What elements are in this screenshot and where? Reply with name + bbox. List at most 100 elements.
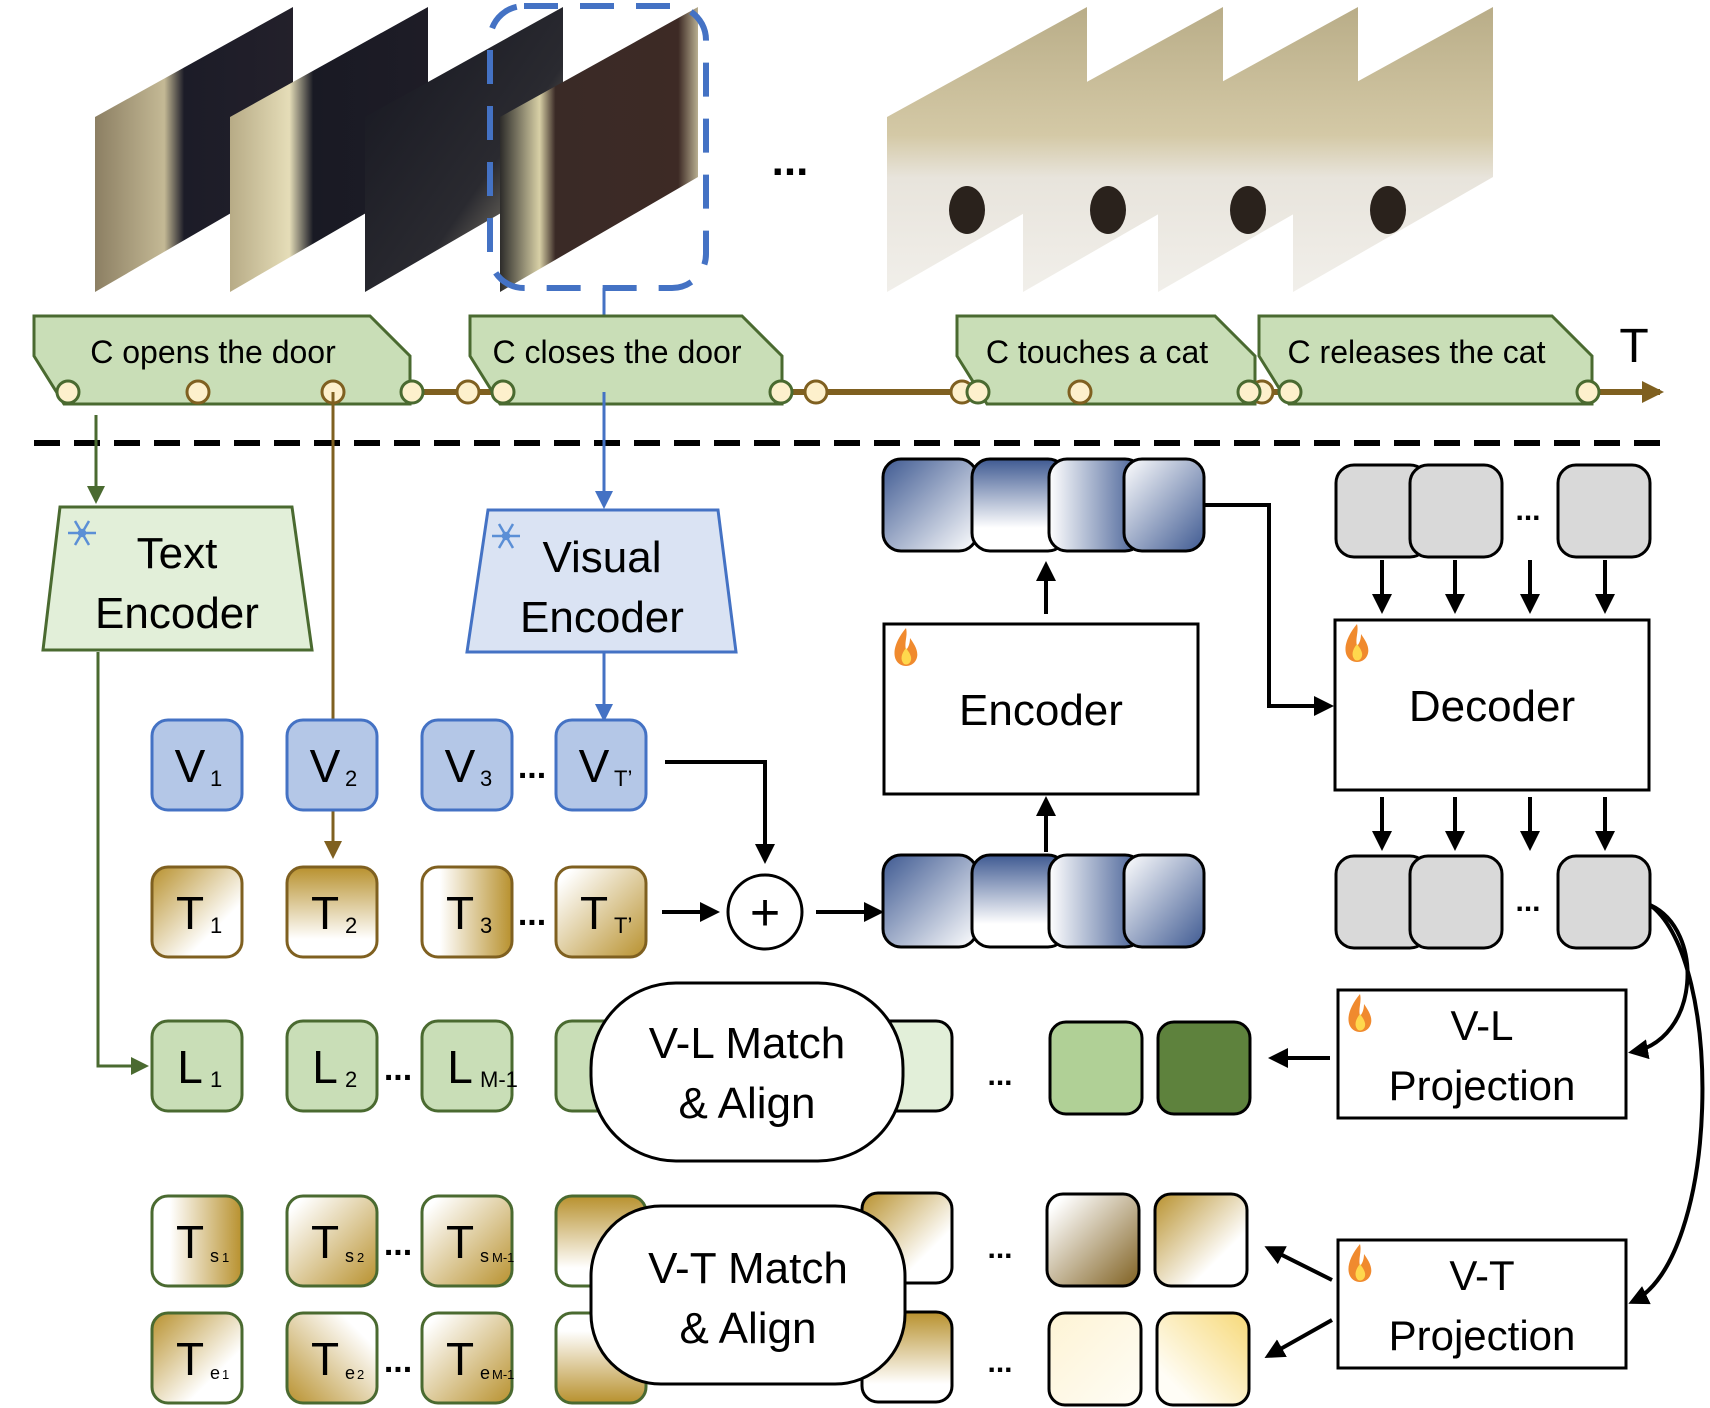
selected-frame-highlight bbox=[487, 3, 709, 291]
visual-token-main: V bbox=[310, 740, 341, 792]
cat-frames bbox=[887, 7, 1493, 292]
feature-token bbox=[881, 853, 979, 949]
language-token-main: L bbox=[447, 1041, 473, 1093]
cat-shape bbox=[1370, 186, 1406, 234]
feature-token bbox=[1122, 457, 1206, 553]
vt-match-align: V-T Match & Align bbox=[589, 1204, 907, 1386]
time-node bbox=[1067, 379, 1093, 405]
gray-token bbox=[1556, 463, 1652, 559]
vt-start-token bbox=[1045, 1192, 1141, 1288]
vt-projection-to-end-arrow bbox=[1264, 1318, 1333, 1358]
encoder-block: Encoder bbox=[882, 622, 1200, 796]
door-frames bbox=[95, 7, 698, 292]
encoder-output-to-decoder-arrow bbox=[1203, 503, 1334, 716]
visual-token-sub: 2 bbox=[345, 766, 357, 791]
vt-end-token bbox=[1047, 1311, 1143, 1407]
feature-token bbox=[1122, 853, 1206, 949]
text-encoder-label-line1: Text bbox=[137, 529, 218, 578]
vl-match-label-line2: & Align bbox=[679, 1079, 816, 1128]
video-frame bbox=[95, 7, 293, 292]
fire-icon bbox=[1348, 1244, 1372, 1282]
end-time-token-main: T bbox=[176, 1333, 204, 1385]
timestamp-token-sub: T’ bbox=[614, 913, 632, 938]
ellipsis: ... bbox=[384, 1342, 412, 1380]
time-node bbox=[455, 379, 481, 405]
vt-projection-block: V-T Projection bbox=[1336, 1238, 1628, 1370]
snowflake-icon bbox=[492, 523, 520, 549]
event-boundary-node bbox=[965, 379, 991, 405]
video-frame bbox=[1023, 7, 1223, 292]
cat-shape bbox=[1230, 186, 1266, 234]
event-boundary-node bbox=[768, 379, 794, 405]
start-time-token-subsub: M-1 bbox=[492, 1250, 514, 1265]
event-segment[interactable]: C opens the door bbox=[32, 314, 412, 406]
event-caption: C touches a cat bbox=[986, 334, 1208, 370]
gray-token bbox=[1556, 854, 1652, 950]
vt-projection-label-line2: Projection bbox=[1389, 1312, 1576, 1359]
event-segment[interactable]: C closes the door bbox=[468, 314, 784, 406]
event-segment[interactable]: C touches a cat bbox=[955, 314, 1257, 406]
end-time-token-subsub: 2 bbox=[357, 1367, 364, 1382]
event-segment[interactable]: C releases the cat bbox=[1257, 314, 1594, 406]
visual-token-main: V bbox=[579, 740, 610, 792]
event-boundary-node bbox=[490, 379, 516, 405]
frames-ellipsis: ... bbox=[772, 136, 809, 185]
event-caption: C releases the cat bbox=[1288, 334, 1546, 370]
event-segments: C opens the door C closes the door C touch… bbox=[32, 314, 1594, 406]
vl-projected-token bbox=[1156, 1020, 1252, 1116]
fire-icon bbox=[1345, 624, 1369, 662]
start-time-token-main: T bbox=[311, 1216, 339, 1268]
video-frame bbox=[887, 7, 1087, 292]
start-time-token-sub: s bbox=[210, 1246, 219, 1266]
language-token-sub: 2 bbox=[345, 1067, 357, 1092]
end-time-token-sub: e bbox=[210, 1363, 220, 1383]
decoder-input-arrows bbox=[1372, 560, 1615, 614]
end-time-token-main: T bbox=[311, 1333, 339, 1385]
ellipsis: ... bbox=[518, 748, 546, 786]
gray-token bbox=[1408, 854, 1504, 950]
event-boundary-node bbox=[1236, 379, 1262, 405]
event-boundary-node bbox=[399, 379, 425, 405]
vt-match-label-line1: V-T Match bbox=[648, 1244, 848, 1293]
video-frame bbox=[1158, 7, 1358, 292]
visual-token-main: V bbox=[445, 740, 476, 792]
decoder-output-tokens: ... bbox=[1334, 854, 1652, 950]
text-encoder-label-line2: Encoder bbox=[95, 589, 259, 638]
start-time-token-sub: s bbox=[345, 1246, 354, 1266]
encoder-output-strip bbox=[881, 457, 1206, 553]
time-node bbox=[803, 379, 829, 405]
end-time-token-subsub: 1 bbox=[222, 1367, 229, 1382]
predicted-tokens: ......... bbox=[987, 1020, 1252, 1407]
video-frame bbox=[1293, 7, 1493, 292]
language-token-sub: 1 bbox=[210, 1067, 222, 1092]
timestamp-token-sub: 1 bbox=[210, 913, 222, 938]
vt-end-token bbox=[1155, 1311, 1251, 1407]
encoder-label: Encoder bbox=[959, 686, 1123, 735]
ellipsis: ... bbox=[384, 1050, 412, 1088]
vl-projected-token bbox=[1048, 1020, 1144, 1116]
fire-icon bbox=[1348, 994, 1372, 1032]
ellipsis: ... bbox=[384, 1225, 412, 1263]
cat-shape bbox=[949, 186, 985, 234]
ellipsis: ... bbox=[518, 895, 546, 933]
timestamp-token-main: T bbox=[311, 887, 339, 939]
cat-shape bbox=[1090, 186, 1126, 234]
language-token-main: L bbox=[312, 1041, 338, 1093]
visual-encoder: Visual Encoder bbox=[465, 508, 738, 654]
vt-projection-to-start-arrow bbox=[1264, 1246, 1333, 1282]
ellipsis: ... bbox=[987, 1232, 1012, 1265]
text-encoder-to-l1-arrow bbox=[96, 652, 149, 1075]
vl-projection-label-line2: Projection bbox=[1389, 1062, 1576, 1109]
